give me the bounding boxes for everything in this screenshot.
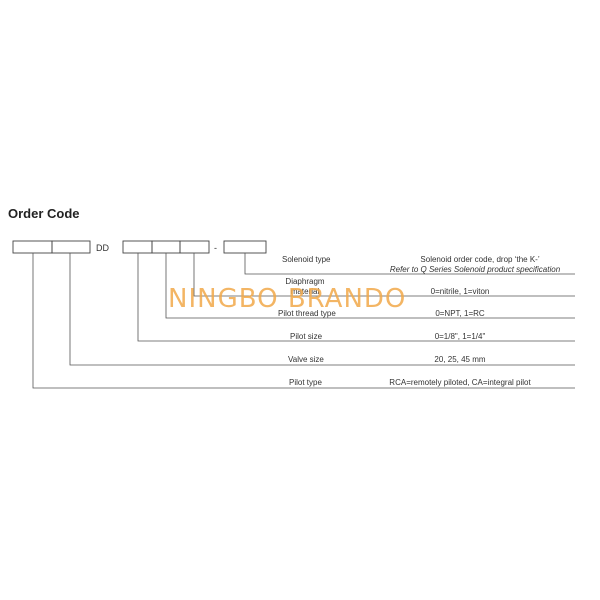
leader-diaphragm-material	[193, 253, 575, 297]
leader-solenoid-type	[244, 253, 575, 275]
label-pilot-size: Pilot size	[290, 332, 323, 341]
page-title: Order Code	[8, 206, 80, 221]
leader-pilot-type	[32, 253, 575, 389]
leader-pilot-thread-type	[165, 253, 575, 319]
desc-pilot-thread-type: 0=NPT, 1=RC	[435, 309, 485, 318]
label-pilot-thread-type: Pilot thread type	[278, 309, 336, 318]
watermark-text: NINGBO BRANDO	[168, 284, 407, 314]
desc-solenoid-type-line2: Refer to Q Series Solenoid product speci…	[389, 265, 561, 274]
code-box-pilot-thread	[151, 240, 181, 254]
code-box-pilot-size	[122, 240, 153, 254]
label-valve-size: Valve size	[288, 355, 324, 364]
prefix-dd: DD	[96, 243, 109, 253]
desc-solenoid-type-line1: Solenoid order code, drop ‘the K-’	[420, 255, 540, 264]
code-box-valve-size	[51, 240, 91, 254]
label-diaphragm-line1: Diaphragm	[285, 277, 325, 286]
desc-valve-size: 20, 25, 45 mm	[434, 355, 486, 364]
code-box-diaphragm	[179, 240, 210, 254]
label-pilot-type: Pilot type	[289, 378, 322, 387]
separator-dash: -	[214, 243, 217, 253]
leader-valve-size	[69, 253, 575, 366]
code-box-solenoid	[223, 240, 267, 254]
label-solenoid-type: Solenoid type	[282, 255, 331, 264]
desc-diaphragm-material: 0=nitrile, 1=viton	[430, 287, 490, 296]
desc-pilot-size: 0=1/8", 1=1/4"	[434, 332, 486, 341]
label-diaphragm-line2: material	[290, 287, 320, 296]
desc-pilot-type: RCA=remotely piloted, CA=integral pilot	[389, 378, 531, 387]
leader-pilot-size	[137, 253, 575, 342]
code-box-pilot-type	[12, 240, 53, 254]
